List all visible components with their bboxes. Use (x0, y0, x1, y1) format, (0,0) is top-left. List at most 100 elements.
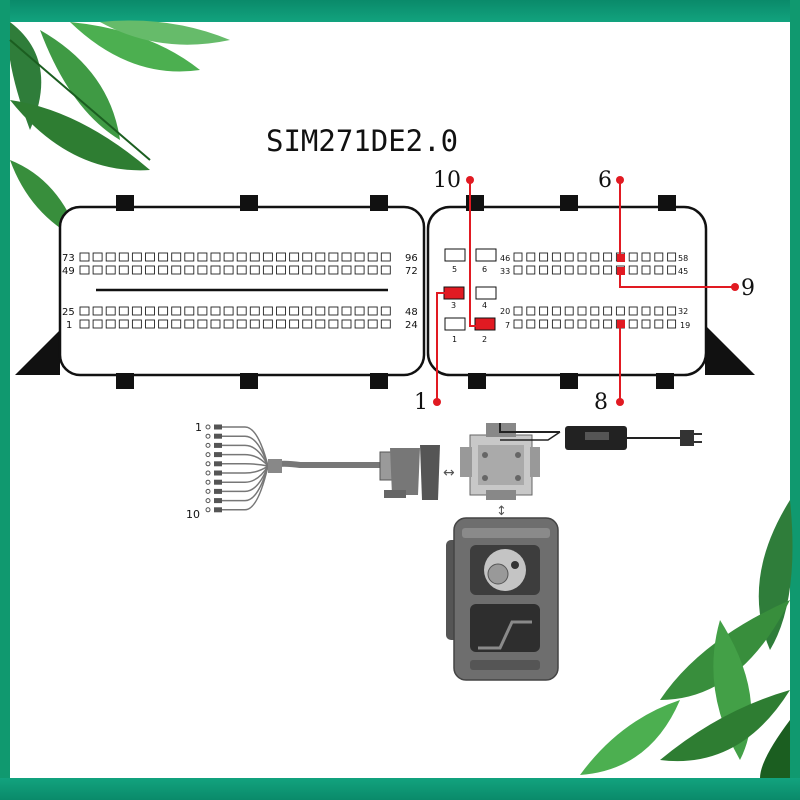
connector-pin (236, 319, 247, 329)
connector-pin (526, 319, 536, 329)
connector-pin (131, 319, 142, 329)
connector-pin (302, 319, 313, 329)
connector-pin (603, 252, 613, 262)
connector-pin (249, 265, 260, 275)
harness-wire (218, 465, 269, 511)
connector-pin (564, 265, 574, 275)
connector-pin (380, 319, 391, 329)
pin-label: 73 (62, 253, 75, 264)
wire-terminal (214, 452, 222, 458)
connector-pin (577, 319, 587, 329)
connector-pin (654, 319, 664, 329)
connector-pin (628, 265, 638, 275)
connector-pin (667, 252, 677, 262)
connector-pin (210, 265, 221, 275)
frame-left (0, 0, 10, 800)
callout-dot (616, 398, 624, 406)
highlight-pin (617, 320, 625, 328)
connector-pin (249, 306, 260, 316)
connector-pin (197, 265, 208, 275)
pin-label: 1 (452, 335, 457, 344)
callout-dot (433, 398, 441, 406)
connector-pin (341, 265, 352, 275)
connector-pin (105, 252, 116, 262)
connector-pin (513, 265, 523, 275)
connector-pin (526, 265, 536, 275)
connector-pin (131, 252, 142, 262)
programmer-device-icon (446, 517, 559, 681)
pin-label: 48 (405, 307, 418, 318)
wire-terminal (214, 479, 222, 485)
connector-pin (223, 265, 234, 275)
pin-label: 20 (500, 307, 510, 316)
connector-pin (105, 265, 116, 275)
connector-pin (197, 306, 208, 316)
connector-pin (564, 306, 574, 316)
diagram-title: SIM271DE2.0 (266, 124, 459, 158)
callout-label: 6 (598, 168, 612, 193)
callout-dot (466, 176, 474, 184)
connector-pin (539, 306, 549, 316)
connector-pin (513, 306, 523, 316)
connector-pin (380, 252, 391, 262)
pin-label: 7 (505, 321, 510, 330)
connector-pin (289, 252, 300, 262)
connector-pin (354, 265, 365, 275)
connector-pin (210, 306, 221, 316)
connector-pin (564, 319, 574, 329)
connector-pin (210, 252, 221, 262)
connector-pin (590, 319, 600, 329)
connector-pin (590, 306, 600, 316)
svg-text:↕: ↕ (496, 504, 507, 519)
connector-pin (302, 252, 313, 262)
connector-pin (92, 252, 103, 262)
pin-label: 3 (451, 301, 456, 310)
connector-pin (184, 252, 195, 262)
connector-pin (654, 306, 664, 316)
connector-pin (328, 306, 339, 316)
connector-pin (171, 252, 182, 262)
connector-pin (289, 306, 300, 316)
connector-pin (105, 306, 116, 316)
connector-pin (526, 306, 536, 316)
highlight-pin (617, 267, 625, 275)
connector-pin (262, 265, 273, 275)
harness-wire (218, 465, 269, 474)
connector-pin (145, 306, 155, 316)
connector-pin (158, 319, 169, 329)
connector-pin (236, 265, 247, 275)
wire-terminal (214, 442, 222, 448)
harness-wire (218, 463, 269, 467)
highlight-pin (443, 286, 465, 300)
connector-pin (354, 319, 365, 329)
callout-dot (616, 176, 624, 184)
connector-pin (367, 306, 378, 316)
wire-label: 10 (186, 508, 200, 521)
connector-pin (158, 306, 169, 316)
connector-pin (262, 306, 273, 316)
connector-pin (262, 319, 273, 329)
connector-pin (315, 306, 326, 316)
connector-pin (328, 252, 339, 262)
connector-pin (341, 319, 352, 329)
connector-pin (223, 319, 234, 329)
connector-pin (577, 306, 587, 316)
callout-lines (436, 180, 735, 402)
wire-terminal (214, 507, 222, 513)
highlight-pin (474, 317, 496, 331)
wire-label: 1 (195, 421, 202, 434)
connector-pin (145, 319, 155, 329)
harness-wire (218, 465, 269, 502)
connector-pin (262, 252, 273, 262)
svg-text:↔: ↔ (443, 465, 455, 481)
frame-right (790, 0, 800, 800)
connector-pin (236, 306, 247, 316)
connector-pin (526, 252, 536, 262)
connector-pin (289, 319, 300, 329)
connector-pin (367, 265, 378, 275)
connector-pin (118, 252, 129, 262)
wire-terminal (205, 442, 211, 448)
connector-pin (603, 265, 613, 275)
wire-terminal (205, 452, 211, 458)
